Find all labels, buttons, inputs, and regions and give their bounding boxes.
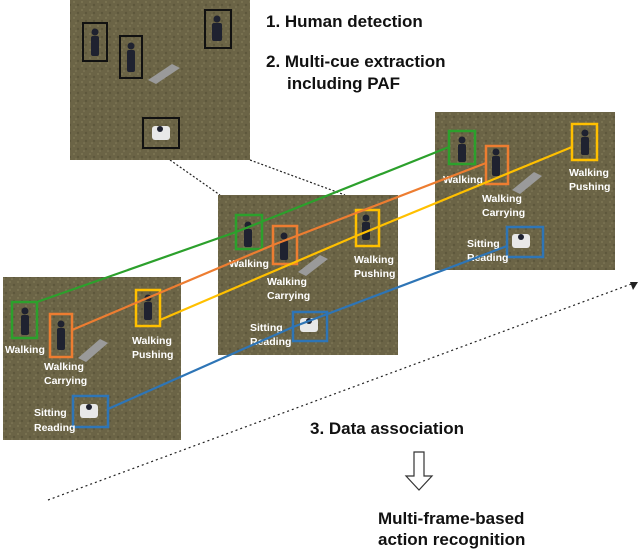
frame-label: Pushing [132,349,173,361]
frame-label: Pushing [354,268,395,280]
step-2-label: 2. Multi-cue extraction [266,52,446,71]
frame-label: Walking [132,335,172,347]
detection-image [70,0,250,160]
track-box-yellow [570,122,599,162]
track-box-blue [71,394,110,429]
frame-label: Walking [229,258,269,270]
down-arrow-icon [404,451,434,491]
track-line-yellow [159,145,573,322]
connector-left [169,159,221,196]
frame-label: Reading [250,336,291,348]
frame-label: Carrying [482,207,525,219]
frame-label: Walking [267,276,307,288]
track-box-green [10,300,39,340]
track-line-orange [71,161,487,332]
frame-label: Walking [443,174,483,186]
frame-label: Sitting [467,238,500,250]
frame-label: Walking [482,193,522,205]
track-line-blue [107,244,508,411]
step-3-label: 3. Data association [310,419,465,438]
detection-box [142,117,180,149]
frame-2-image: Walking Walking Carrying Walking Pushing… [218,195,398,355]
track-box-orange [48,312,74,359]
frame-label: Walking [569,167,609,179]
track-box-yellow [354,208,381,248]
frame-label: Sitting [34,407,67,419]
track-box-orange [484,144,510,186]
frame-label: Carrying [267,290,310,302]
frame-3-image: Walking Walking Carrying Walking Pushing… [435,112,615,270]
frame-label: Walking [354,254,394,266]
frame-label: Pushing [569,181,610,193]
step-2-label-line2: including PAF [287,74,401,93]
track-line-green [36,145,450,304]
step-1-label: 1. Human detection [266,12,423,31]
time-axis-line [47,282,635,501]
association-tracks [36,145,573,411]
frame-label: Carrying [44,375,87,387]
frame-1-image: Walking Walking Carrying Walking Pushing… [3,277,181,440]
frame-label: Walking [5,344,45,356]
result-label-line2: action recognition [378,530,526,549]
track-box-yellow [134,288,162,328]
frame-label: Walking [44,361,84,373]
detection-box [119,35,143,79]
result-label-line1: Multi-frame-based [378,509,525,528]
frame-label: Reading [467,252,508,264]
detection-box [204,9,232,49]
connector-right [249,159,346,196]
frame-label: Sitting [250,322,283,334]
frame-label: Reading [34,422,75,434]
detection-box [82,22,108,62]
track-box-blue [505,225,545,259]
time-axis-arrowhead [630,282,638,290]
